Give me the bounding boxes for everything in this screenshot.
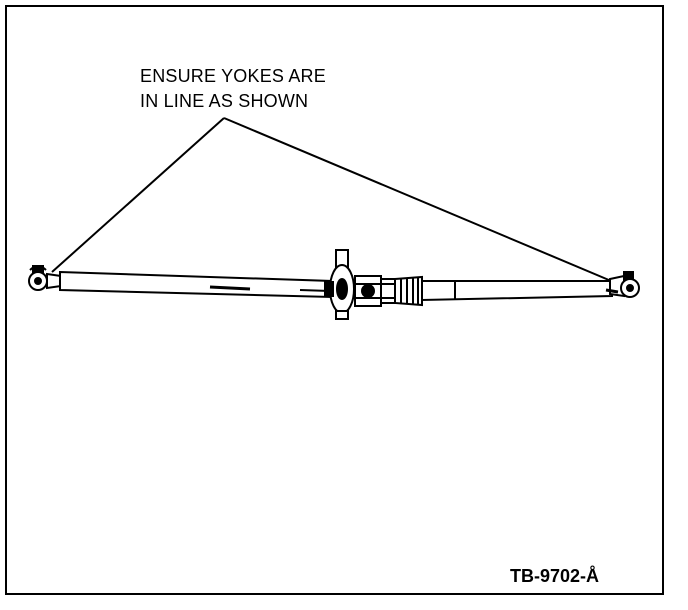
figure-border [5, 5, 664, 595]
leader-line-left [51, 117, 225, 273]
left-yoke [28, 265, 62, 291]
front-shaft-tube [421, 280, 613, 302]
callout-line-1: ENSURE YOKES ARE [140, 66, 326, 86]
center-u-joint [354, 275, 396, 307]
leader-line-right [223, 117, 617, 284]
leader-lines [51, 117, 617, 284]
figure-number: TB-9702-Å [510, 566, 600, 586]
center-support-bearing [324, 249, 355, 320]
slip-boot [394, 275, 423, 307]
callout-line-2: IN LINE AS SHOWN [140, 91, 309, 111]
rear-shaft-tube [59, 270, 333, 299]
callout-label: ENSURE YOKES ARE IN LINE AS SHOWN [140, 64, 326, 114]
right-yoke [605, 271, 640, 298]
